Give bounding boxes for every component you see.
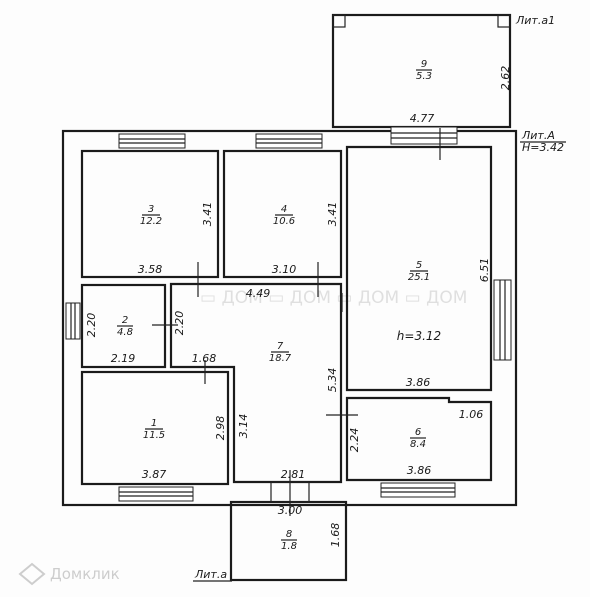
dim-3-41-room4: 3.41	[326, 202, 339, 227]
watermark-band: ▭ ДОМ ▭ ДОМ ▭ ДОМ ▭ ДОМ	[200, 288, 467, 308]
room-6-outline	[345, 396, 493, 482]
dim-6-51: 6.51	[478, 258, 491, 283]
room-2-number: 2	[122, 315, 128, 326]
dim-5-34: 5.34	[326, 368, 339, 393]
dim-3-00: 3.00	[278, 504, 303, 517]
room-height-label: h=3.12	[397, 329, 441, 343]
room-6-area: 8.4	[410, 439, 426, 450]
main-outer-wall	[61, 129, 518, 507]
room-labels: 3 12.2 4 10.6 5 25.1 2 4.8 7 18.7 1 11.5…	[117, 59, 432, 552]
dim-4-77: 4.77	[410, 112, 435, 125]
room-9-area: 5.3	[416, 71, 432, 82]
dim-4-49: 4.49	[246, 287, 271, 300]
dim-3-10: 3.10	[272, 263, 297, 276]
height-main-label: H=3.42	[522, 141, 564, 154]
room-1-area: 11.5	[143, 430, 165, 441]
room-3-number: 3	[148, 204, 154, 215]
dim-1-06: 1.06	[459, 408, 484, 421]
room-3-area: 12.2	[140, 216, 162, 227]
dim-3-86-room5: 3.86	[406, 376, 431, 389]
room-6-number: 6	[415, 427, 421, 438]
room-7-area: 18.7	[269, 353, 292, 364]
domclick-watermark: Домклик	[18, 562, 120, 586]
dim-3-41-room3: 3.41	[201, 202, 214, 227]
room-1-number: 1	[151, 418, 157, 429]
room-3-outline	[80, 149, 220, 279]
room-8-number: 8	[286, 529, 292, 540]
domclick-logo-icon	[18, 562, 46, 586]
dim-2-81: 2.81	[281, 468, 306, 481]
dim-2-24: 2.24	[348, 428, 361, 453]
dim-2-62: 2.62	[499, 66, 512, 91]
dim-2-98: 2.98	[214, 416, 227, 441]
dim-3-58: 3.58	[138, 263, 163, 276]
annex-a1-post-left	[332, 14, 346, 28]
room-4-area: 10.6	[273, 216, 295, 227]
domclick-text: Домклик	[50, 565, 120, 583]
dim-3-86-room6: 3.86	[407, 464, 432, 477]
dim-2-20-mid: 2.20	[173, 311, 186, 336]
dim-2-20-left: 2.20	[85, 313, 98, 338]
room-9-number: 9	[421, 59, 427, 70]
dim-3-14: 3.14	[237, 414, 250, 439]
room-4-number: 4	[281, 204, 287, 215]
lit-a-label: Лит.а	[194, 568, 227, 581]
room-8-area: 1.8	[281, 541, 297, 552]
dim-3-87: 3.87	[142, 468, 167, 481]
room-5-number: 5	[416, 260, 422, 271]
room-1-outline	[80, 370, 230, 486]
room-7-outline	[169, 282, 343, 484]
room-2-area: 4.8	[117, 327, 133, 338]
dim-2-19: 2.19	[111, 352, 136, 365]
svg-text:▭ ДОМ ▭ ДОМ ▭ ДОМ ▭ ДОМ: ▭ ДОМ ▭ ДОМ ▭ ДОМ ▭ ДОМ	[200, 288, 467, 308]
room-7-number: 7	[277, 341, 284, 352]
room-4-outline	[222, 149, 343, 279]
lit-a1-label: Лит.а1	[515, 14, 555, 27]
dim-1-68-porch: 1.68	[329, 523, 342, 548]
room-2-outline	[80, 283, 167, 369]
room-5-outline	[345, 145, 493, 392]
room-5-area: 25.1	[408, 272, 430, 283]
windows	[65, 126, 512, 502]
dimension-labels: 2.62 4.77 3.41 3.41 3.58 3.10 6.51 4.49 …	[85, 66, 512, 548]
lit-A-label: Лит.А	[521, 129, 555, 142]
dim-1-68-top: 1.68	[192, 352, 217, 365]
annex-a1-post-right	[497, 14, 511, 28]
door-marks	[152, 128, 441, 516]
